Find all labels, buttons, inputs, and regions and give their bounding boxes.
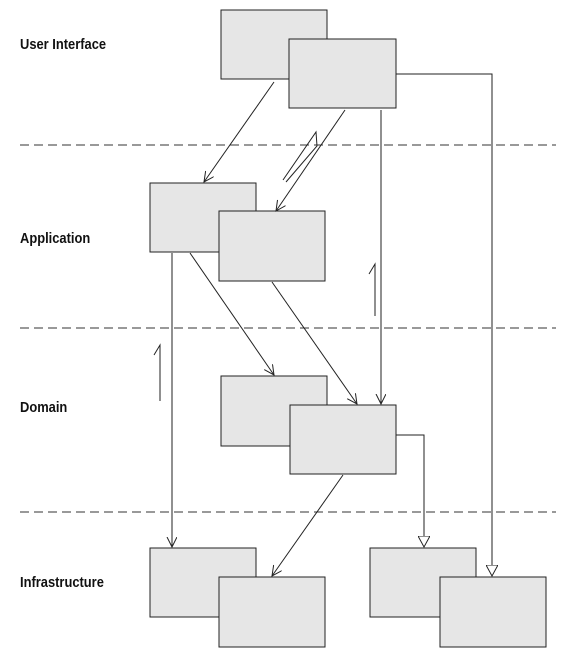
infrastructure-box-2-front <box>439 576 547 648</box>
arrow-domain-to-infrastructure-interface <box>396 434 424 547</box>
arrow-application-to-domain-back <box>189 252 274 375</box>
arrow-domain-to-infrastructure <box>272 474 344 576</box>
layer-label-application: Application <box>20 230 91 247</box>
arrow-ui-to-application-back <box>204 81 275 182</box>
arrow-ui-to-application-front <box>276 109 346 211</box>
callback-mark-domain-to-application <box>368 262 376 316</box>
layer-label-user-interface: User Interface <box>20 36 107 53</box>
layer-label-infrastructure: Infrastructure <box>20 574 104 591</box>
callback-mark-infrastructure-to-application <box>153 343 161 401</box>
callback-mark-application-to-ui <box>282 130 318 183</box>
ui-box-front <box>288 38 397 109</box>
arrow-ui-to-infrastructure-interface <box>396 73 492 576</box>
domain-box-front <box>289 404 397 475</box>
application-box-front <box>218 210 326 282</box>
layer-label-domain: Domain <box>20 399 68 416</box>
arrow-application-to-domain-front <box>271 281 357 404</box>
infrastructure-box-1-front <box>218 576 326 648</box>
